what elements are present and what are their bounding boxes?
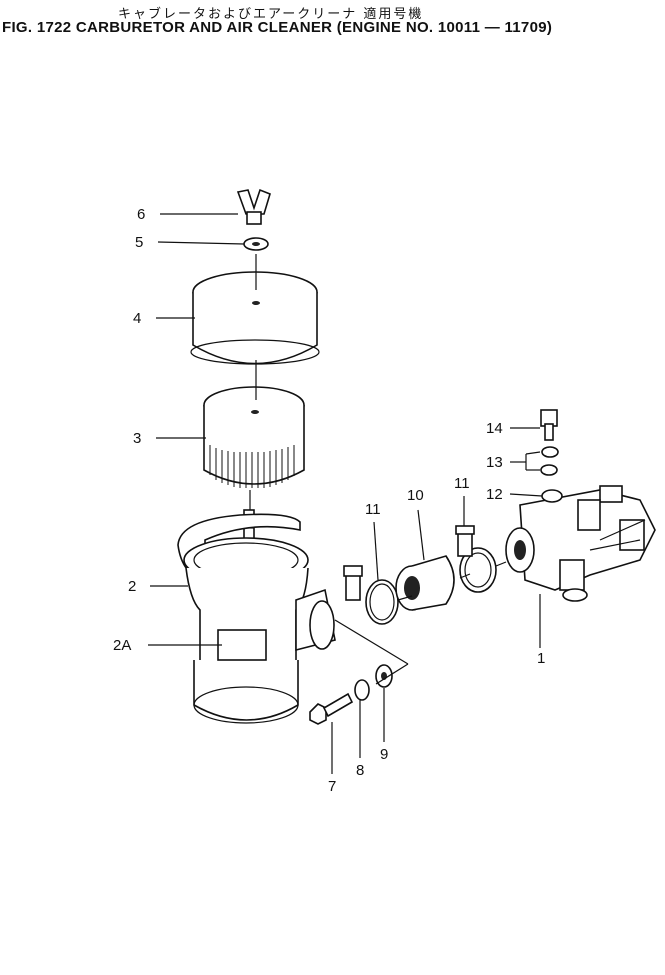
gasket-part-12 — [541, 489, 563, 503]
figure-title: FIG. 1722 CARBURETOR AND AIR CLEANER (EN… — [2, 19, 553, 36]
bolt-part-14 — [540, 409, 558, 441]
air-cleaner-body-part-2 — [177, 513, 336, 724]
wing-nut-part-6 — [236, 188, 271, 225]
callout-13: 13 — [486, 454, 503, 471]
hose-clamp-part-11-left — [343, 565, 399, 625]
leader-lines — [148, 213, 543, 774]
label-plate-part-2a — [217, 629, 267, 661]
washer-part-5 — [243, 237, 269, 251]
callout-11-right: 11 — [454, 475, 470, 492]
callout-11-left: 11 — [365, 501, 381, 518]
callout-2a: 2A — [113, 637, 131, 654]
callout-2: 2 — [128, 578, 136, 595]
callout-4: 4 — [133, 310, 141, 327]
callout-5: 5 — [135, 234, 143, 251]
intake-hose-part-10 — [395, 555, 455, 611]
callout-6: 6 — [137, 206, 145, 223]
filter-element-part-3 — [203, 386, 305, 488]
callout-14: 14 — [486, 420, 503, 437]
callout-3: 3 — [133, 430, 141, 447]
bolt-part-7 — [309, 692, 354, 725]
figure-subtitle-jp: キャブレータおよびエアークリーナ 適用号機 — [118, 7, 424, 22]
carburetor-part-1 — [505, 485, 656, 602]
washers-part-13 — [540, 446, 559, 476]
callout-7: 7 — [328, 778, 336, 795]
callout-1: 1 — [537, 650, 545, 667]
callout-12: 12 — [486, 486, 503, 503]
callout-8: 8 — [356, 762, 364, 779]
lock-washer-part-8 — [354, 679, 370, 701]
air-cleaner-cover-part-4 — [190, 271, 320, 365]
callout-9: 9 — [380, 746, 388, 763]
hose-clamp-part-11-right — [455, 525, 497, 593]
callout-10: 10 — [407, 487, 424, 504]
